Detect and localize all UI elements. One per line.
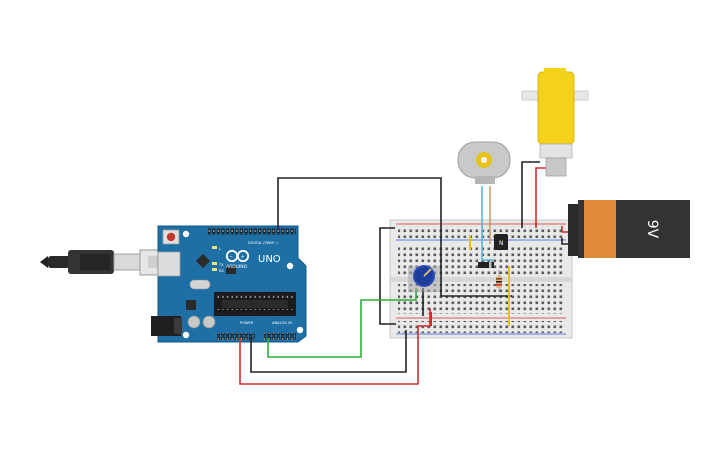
wire-green-analog[interactable] [267, 288, 417, 358]
rx-label: RX [219, 269, 224, 273]
resistor[interactable] [496, 270, 502, 292]
svg-text:−: − [229, 254, 233, 260]
wire-black-ground-rail[interactable] [379, 227, 396, 325]
model-label: UNO [258, 254, 281, 265]
transistor[interactable]: N [494, 234, 508, 250]
arduino-uno-board[interactable]: L TX RX − + ARDUINO UNO DIGITAL (PWM~) P… [151, 225, 307, 343]
breadboard[interactable] [389, 219, 573, 339]
digital-header[interactable]: DIGITAL (PWM~) [208, 228, 296, 245]
tx-label: TX [218, 263, 224, 267]
potentiometer[interactable] [408, 265, 440, 292]
battery-9v[interactable]: 9V [568, 200, 690, 258]
battery-label: 9V [644, 220, 660, 239]
wire-black-gnd[interactable] [250, 330, 407, 373]
power-jack [151, 316, 181, 336]
wire-gear-motor-black[interactable] [521, 161, 540, 228]
digital-header-label: DIGITAL (PWM~) [248, 241, 278, 245]
wire-black-digital[interactable] [277, 177, 512, 297]
reset-button[interactable] [162, 229, 180, 245]
gear-motor[interactable] [521, 68, 589, 177]
power-header[interactable]: POWER [217, 321, 255, 340]
arduino-logo-text: ARDUINO [226, 264, 248, 270]
led-label-l: L [219, 247, 221, 251]
atmega-chip [214, 292, 296, 316]
transistor-label: N [499, 240, 504, 247]
diode[interactable] [478, 262, 494, 268]
wire-gear-motor-red[interactable] [535, 167, 546, 228]
arduino-logo: − + ARDUINO [225, 249, 250, 270]
analog-header-label: ANALOG IN [272, 321, 292, 325]
dc-motor[interactable] [457, 141, 511, 184]
analog-header[interactable]: ANALOG IN [264, 321, 296, 340]
svg-text:+: + [241, 254, 245, 260]
usb-port [157, 251, 181, 277]
power-header-label: POWER [240, 321, 254, 325]
